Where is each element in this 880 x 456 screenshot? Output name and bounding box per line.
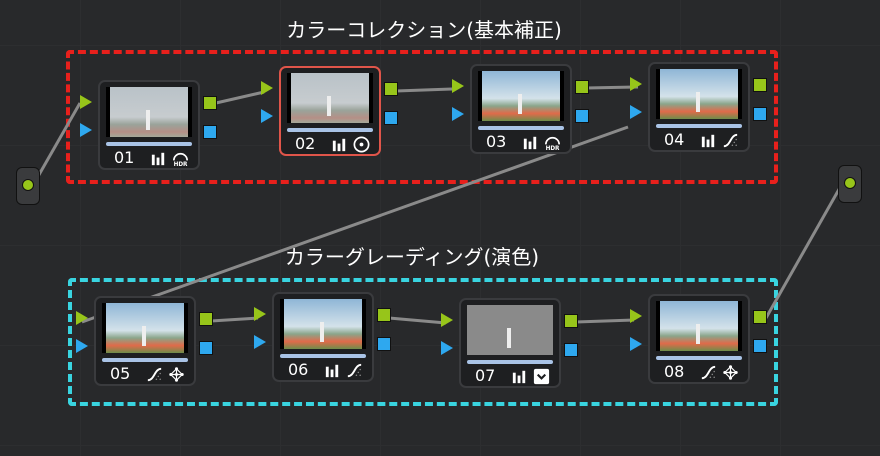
node-progress-bar (478, 126, 564, 130)
alpha-input-icon[interactable] (76, 339, 88, 353)
node-progress-bar (102, 358, 188, 362)
node-07[interactable]: 07 (459, 298, 561, 388)
svg-text:HDR: HDR (174, 162, 188, 168)
color-correction-group (66, 50, 778, 184)
node-thumbnail (102, 303, 188, 353)
rgb-output-icon[interactable] (377, 308, 391, 322)
node-thumbnail (656, 301, 742, 351)
node-08[interactable]: 08 (648, 294, 750, 384)
rgb-input-icon[interactable] (76, 311, 88, 325)
circle-dot-icon (353, 136, 370, 153)
alpha-output-icon[interactable] (384, 111, 398, 125)
color-warper-icon (723, 365, 738, 380)
color-warper-icon (169, 367, 184, 382)
bars-icon (701, 134, 715, 148)
rgb-input-icon[interactable] (261, 81, 273, 95)
node-06[interactable]: 06 (272, 292, 374, 382)
node-thumbnail (478, 71, 564, 121)
source-dot-icon (22, 179, 34, 191)
rgb-input-icon[interactable] (630, 77, 642, 91)
svg-text:HDR: HDR (546, 146, 560, 152)
alpha-output-icon[interactable] (753, 339, 767, 353)
node-number: 06 (288, 360, 309, 379)
node-progress-bar (467, 360, 553, 364)
rgb-output-icon[interactable] (753, 310, 767, 324)
alpha-input-icon[interactable] (441, 341, 453, 355)
node-number: 03 (486, 132, 507, 151)
node-progress-bar (656, 124, 742, 128)
bars-icon (523, 136, 537, 150)
node-number: 02 (295, 134, 316, 153)
node-progress-bar (656, 356, 742, 360)
alpha-input-icon[interactable] (261, 109, 273, 123)
node-progress-bar (287, 128, 373, 132)
rgb-output-icon[interactable] (203, 96, 217, 110)
curves-icon (723, 133, 738, 148)
node-number: 01 (114, 148, 135, 167)
node-progress-bar (106, 142, 192, 146)
alpha-input-icon[interactable] (630, 337, 642, 351)
bars-icon (512, 370, 526, 384)
node-thumbnail (287, 73, 373, 123)
node-03[interactable]: 03 HDR (470, 64, 572, 154)
curves-icon (147, 367, 162, 382)
rgb-output-icon[interactable] (575, 80, 589, 94)
color-correction-title: カラーコレクション(基本補正) (286, 18, 562, 42)
node-04[interactable]: 04 (648, 62, 750, 152)
alpha-output-icon[interactable] (753, 107, 767, 121)
rgb-output-icon[interactable] (564, 314, 578, 328)
alpha-output-icon[interactable] (575, 109, 589, 123)
bars-icon (332, 138, 346, 152)
bars-icon (325, 364, 339, 378)
node-number: 05 (110, 364, 131, 383)
node-thumbnail (106, 87, 192, 137)
node-number: 07 (475, 366, 496, 385)
curves-icon (347, 363, 362, 378)
node-number: 04 (664, 130, 685, 149)
node-number: 08 (664, 362, 685, 381)
output-dot-icon (844, 177, 856, 189)
alpha-output-icon[interactable] (203, 125, 217, 139)
color-grading-group (68, 278, 778, 406)
rgb-input-icon[interactable] (630, 309, 642, 323)
hdr-icon: HDR (544, 136, 560, 152)
rgb-input-icon[interactable] (80, 95, 92, 109)
rgb-input-icon[interactable] (254, 307, 266, 321)
curves-icon (701, 365, 716, 380)
node-thumbnail (656, 69, 742, 119)
node-05[interactable]: 05 (94, 296, 196, 386)
node-progress-bar (280, 354, 366, 358)
source-input[interactable] (16, 167, 40, 205)
alpha-input-icon[interactable] (80, 123, 92, 137)
alpha-input-icon[interactable] (254, 335, 266, 349)
rgb-input-icon[interactable] (441, 313, 453, 327)
bars-icon (151, 152, 165, 166)
alpha-output-icon[interactable] (377, 337, 391, 351)
color-grading-title: カラーグレーディング(演色) (284, 245, 540, 269)
rgb-output-icon[interactable] (753, 78, 767, 92)
hdr-icon: HDR (172, 152, 188, 168)
node-thumbnail (280, 299, 366, 349)
rgb-input-icon[interactable] (452, 79, 464, 93)
node-thumbnail (467, 305, 553, 355)
alpha-input-icon[interactable] (630, 105, 642, 119)
node-02[interactable]: 02 (279, 66, 381, 156)
rgb-output-icon[interactable] (384, 82, 398, 96)
node-01[interactable]: 01 HDR (98, 80, 200, 170)
checkbox-icon (533, 368, 550, 385)
alpha-input-icon[interactable] (452, 107, 464, 121)
output-node[interactable] (838, 165, 862, 203)
rgb-output-icon[interactable] (199, 312, 213, 326)
alpha-output-icon[interactable] (199, 341, 213, 355)
alpha-output-icon[interactable] (564, 343, 578, 357)
